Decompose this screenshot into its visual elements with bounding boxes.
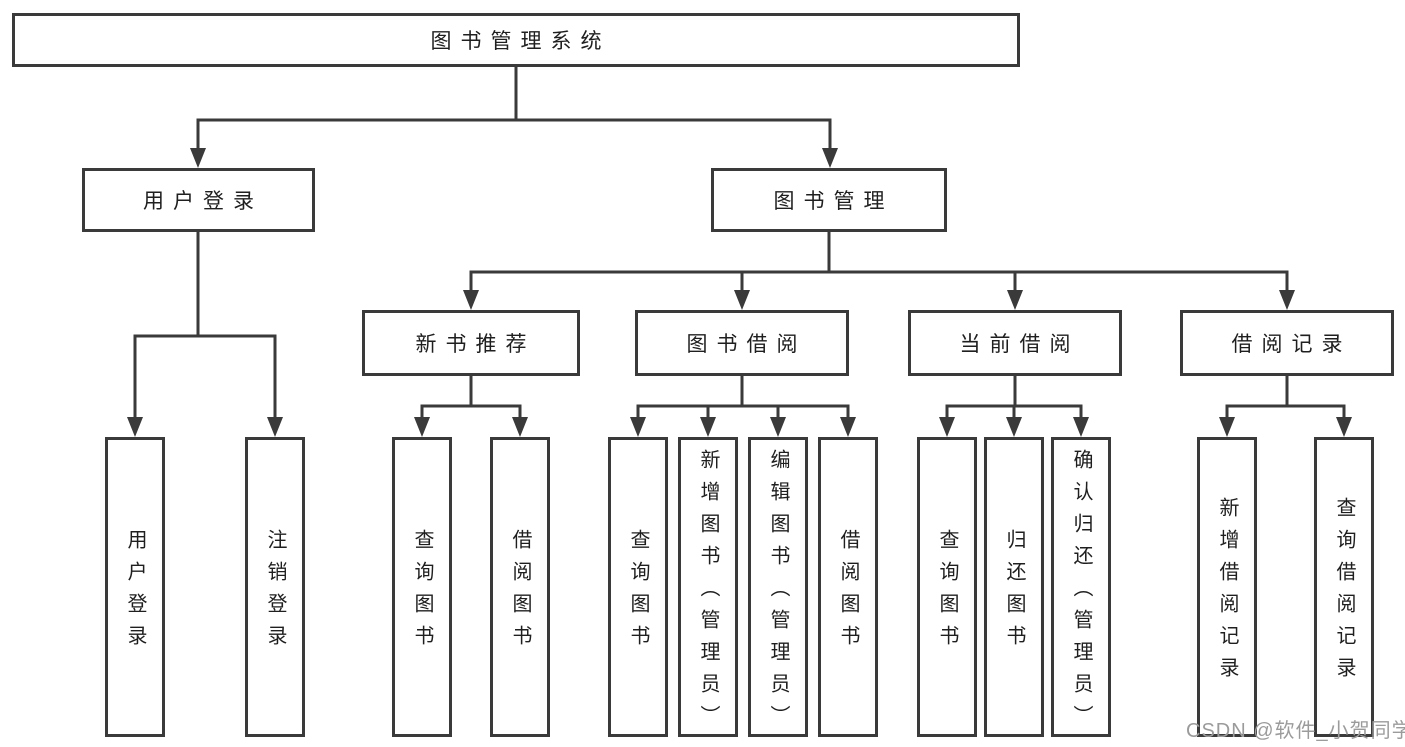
node-root-system: 图书管理系统: [12, 13, 1020, 67]
leaf-label: 新增借阅记录: [1216, 497, 1238, 689]
node-label: 图书管理系统: [430, 30, 611, 53]
node-label: 图书借阅: [686, 333, 807, 356]
leaf-add-books-admin: 新增图书（管理员）: [678, 437, 738, 737]
node-book-management: 图书管理: [711, 168, 947, 232]
node-label: 新书推荐: [415, 333, 536, 356]
leaf-query-books-borrow: 查询图书: [608, 437, 668, 737]
leaf-label: 归还图书: [1003, 529, 1025, 657]
leaf-label: 确认归还（管理员）: [1070, 449, 1092, 737]
leaf-add-borrow-record: 新增借阅记录: [1197, 437, 1257, 737]
leaf-query-books-current: 查询图书: [917, 437, 977, 737]
node-new-book-recommend: 新书推荐: [362, 310, 580, 376]
leaf-user-login: 用户登录: [105, 437, 165, 737]
leaf-query-books-recommend: 查询图书: [392, 437, 452, 737]
leaf-label: 编辑图书（管理员）: [767, 449, 789, 737]
leaf-borrow-books-recommend: 借阅图书: [490, 437, 550, 737]
leaf-label: 借阅图书: [509, 529, 531, 657]
node-label: 用户登录: [143, 190, 263, 213]
leaf-label: 新增图书（管理员）: [697, 449, 719, 737]
leaf-return-books: 归还图书: [984, 437, 1044, 737]
node-label: 借阅记录: [1231, 333, 1352, 356]
leaf-confirm-return-admin: 确认归还（管理员）: [1051, 437, 1111, 737]
leaf-label: 查询图书: [411, 529, 433, 657]
node-current-borrow: 当前借阅: [908, 310, 1122, 376]
leaf-label: 查询借阅记录: [1333, 497, 1355, 689]
node-book-borrow: 图书借阅: [635, 310, 849, 376]
leaf-label: 查询图书: [936, 529, 958, 657]
node-borrow-records: 借阅记录: [1180, 310, 1394, 376]
node-label: 当前借阅: [959, 333, 1080, 356]
leaf-logout-login: 注销登录: [245, 437, 305, 737]
leaf-edit-books-admin: 编辑图书（管理员）: [748, 437, 808, 737]
node-user-login: 用户登录: [82, 168, 315, 232]
leaf-label: 注销登录: [264, 529, 286, 657]
leaf-query-borrow-record: 查询借阅记录: [1314, 437, 1374, 737]
leaf-label: 借阅图书: [837, 529, 859, 657]
node-label: 图书管理: [773, 190, 894, 213]
arrowheads: [127, 148, 1352, 437]
leaf-borrow-books: 借阅图书: [818, 437, 878, 737]
leaf-label: 用户登录: [124, 529, 146, 657]
leaf-label: 查询图书: [627, 529, 649, 657]
csdn-watermark: CSDN @软件_小贺同学: [1186, 720, 1405, 742]
